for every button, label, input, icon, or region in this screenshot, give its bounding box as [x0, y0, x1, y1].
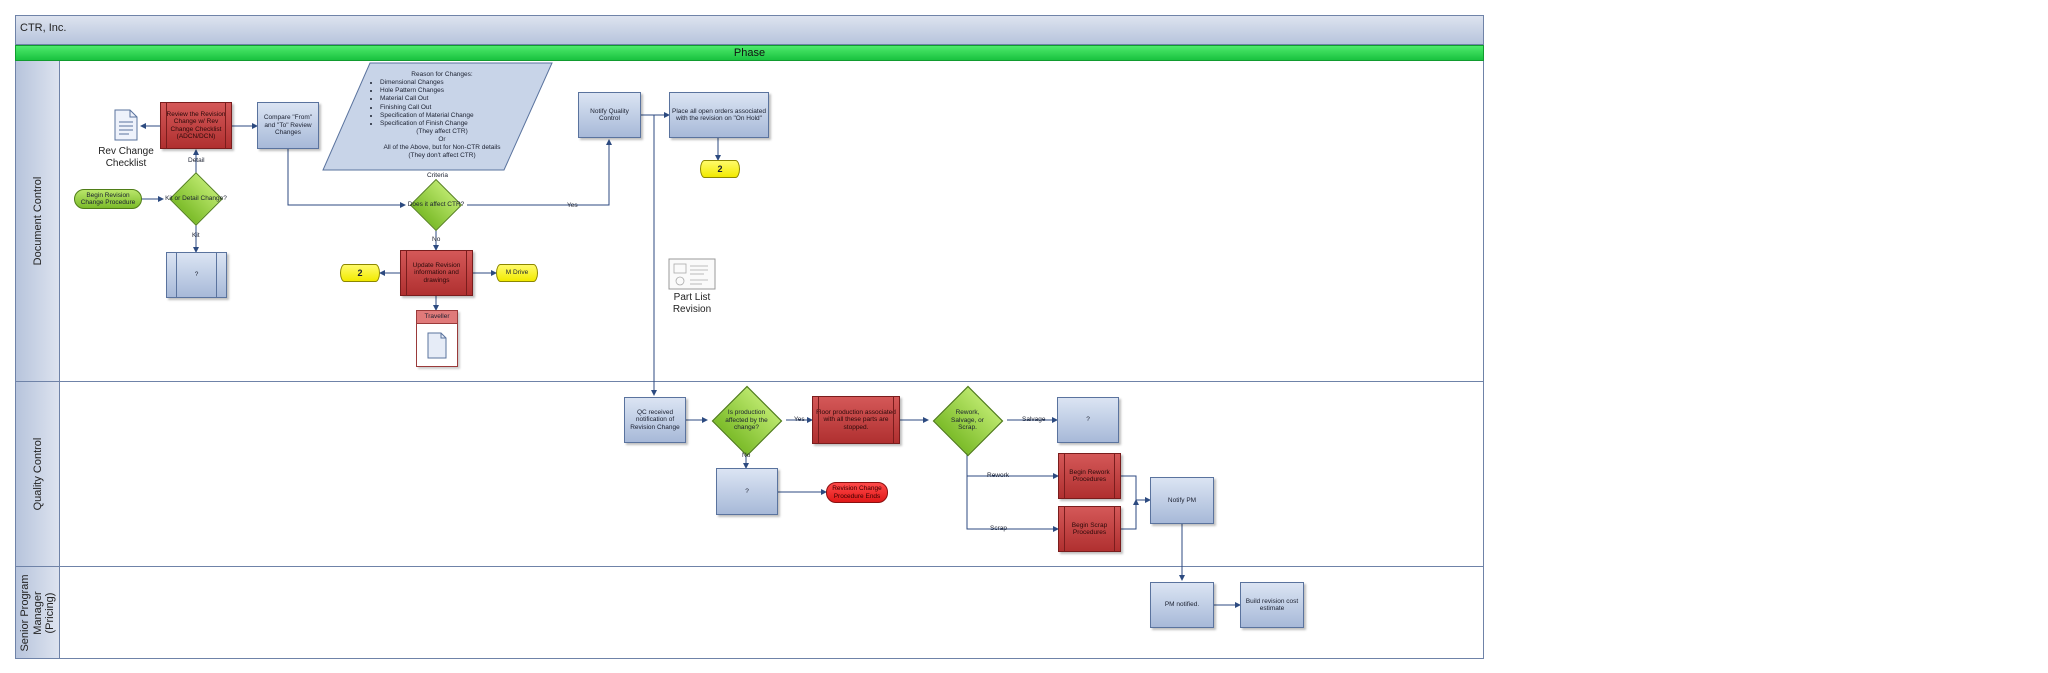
edge-label-scrap: Scrap [990, 525, 1007, 532]
reason-item: Material Call Out [380, 95, 516, 103]
reasons-dont: (They don't affect CTR) [408, 152, 476, 160]
node-label: Kit or Detail Change? [165, 195, 227, 203]
notify-quality-control-process[interactable]: Notify Quality Control [578, 92, 641, 138]
reason-item: Hole Pattern Changes [380, 87, 516, 95]
traveller-document[interactable]: Traveller [416, 310, 458, 367]
company-title-bar: CTR, Inc. [15, 15, 1484, 45]
edge-scrap-to-notify [1121, 499, 1139, 530]
floor-production-stopped-process[interactable]: Floor production associated with all the… [812, 396, 900, 444]
begin-scrap-process[interactable]: Begin Scrap Procedures [1058, 506, 1121, 552]
document-icon [427, 332, 447, 359]
node-label: Begin Revision Change Procedure [80, 191, 136, 206]
notify-pm-process[interactable]: Notify PM [1150, 477, 1214, 524]
reason-parallelogram [322, 62, 553, 171]
edge-label-no: No [432, 236, 441, 243]
node-label: Revision Change Procedure Ends [832, 485, 882, 500]
lane-header: Quality Control [16, 382, 60, 566]
node-label: Build revision cost estimate [1245, 597, 1299, 612]
edge-label-kit: Kit [192, 232, 200, 239]
node-label: Place all open orders associated with th… [672, 107, 766, 122]
edge-rework-to-notify [1121, 475, 1151, 503]
archive-icon: 2 [700, 160, 740, 178]
reasons-affect: (They affect CTR) [416, 127, 468, 135]
reason-item: Dimensional Changes [380, 79, 516, 87]
reasons-all: All of the Above, but for Non-CTR detail… [383, 144, 501, 152]
lane-quality-control: Quality Control [15, 382, 1484, 567]
is-production-affected-decision[interactable]: Is production affected by the change? [707, 385, 786, 456]
lane-document-control: Document Control [15, 61, 1484, 382]
edge-label-rework: Rework [987, 472, 1010, 479]
document-icon [114, 109, 138, 141]
node-label: ? [194, 271, 199, 279]
kit-subprocess[interactable]: ? [166, 252, 227, 298]
begin-revision-terminator[interactable]: Begin Revision Change Procedure [74, 189, 142, 209]
edge-yes-to-notify [467, 139, 612, 206]
reasons-heading: Reason for Changes: [411, 71, 473, 78]
node-label: Floor production associated with all the… [816, 408, 896, 431]
lane-header: Senior Program Manager (Pricing) [16, 567, 60, 658]
edge-scrap [966, 476, 1059, 532]
node-label: Is production affected by the change? [725, 409, 768, 432]
node-label: Compare "From" and "To" Review Changes [263, 114, 313, 137]
revision-ends-terminator[interactable]: Revision Change Procedure Ends [826, 482, 888, 503]
traveller-header: Traveller [417, 311, 457, 324]
reasons-or: Or [438, 136, 446, 143]
edge-label-yes: Yes [567, 202, 578, 209]
edge-compare-to-affect [287, 149, 406, 208]
company-name: CTR, Inc. [20, 22, 67, 34]
node-label: ? [1086, 416, 1090, 424]
kit-or-detail-decision[interactable]: Kit or Detail Change? [163, 172, 229, 226]
does-it-affect-ctr-decision[interactable]: Does it affect CTR? [405, 178, 467, 232]
node-label: ? [745, 487, 749, 495]
place-on-hold-process[interactable]: Place all open orders associated with th… [669, 92, 769, 138]
part-list-thumbnail-icon [668, 258, 716, 290]
node-label: M Drive [505, 269, 529, 277]
lane-senior-program-manager: Senior Program Manager (Pricing) [15, 567, 1484, 659]
node-label: Review the Revision Change w/ Rev Change… [166, 110, 226, 140]
qc-question-process[interactable]: ? [716, 468, 778, 515]
phase-label: Phase [733, 47, 766, 59]
archive-icon: 2 [340, 264, 380, 282]
node-label: Notify PM [1167, 496, 1197, 504]
reason-item: Specification of Material Change [380, 112, 516, 120]
begin-rework-process[interactable]: Begin Rework Procedures [1058, 453, 1121, 499]
edge-label-criteria: Criteria [427, 172, 448, 179]
node-label: Traveller [424, 313, 450, 321]
node-label: Begin Scrap Procedures [1071, 521, 1108, 536]
phase-bar: Phase [15, 45, 1484, 61]
build-cost-estimate-process[interactable]: Build revision cost estimate [1240, 582, 1304, 628]
edge-label-salvage: Salvage [1022, 416, 1046, 423]
node-label: Rework, Salvage, or Scrap. [951, 409, 984, 432]
qc-received-process[interactable]: QC received notification of Revision Cha… [624, 397, 686, 443]
rework-salvage-scrap-decision[interactable]: Rework, Salvage, or Scrap. [928, 385, 1007, 456]
review-change-process[interactable]: Review the Revision Change w/ Rev Change… [160, 102, 232, 149]
node-label: Does it affect CTR? [407, 201, 465, 209]
salvage-question-process[interactable]: ? [1057, 397, 1119, 443]
part-list-revision-label: Part List Revision [672, 292, 712, 315]
edge-label-detail: Detail [188, 157, 205, 164]
m-drive-storage[interactable]: M Drive [496, 264, 538, 282]
update-revision-process[interactable]: Update Revision information and drawings [400, 250, 473, 296]
pm-notified-process[interactable]: PM notified. [1150, 582, 1214, 628]
node-label: PM notified. [1164, 601, 1200, 609]
reasons-list: Dimensional Changes Hole Pattern Changes… [368, 79, 516, 128]
edge-rework [966, 446, 1059, 479]
lane-header: Document Control [16, 61, 60, 381]
edge-label-yes: Yes [794, 416, 805, 423]
node-label: QC received notification of Revision Cha… [630, 408, 680, 431]
rev-change-checklist-label: Rev Change Checklist [98, 146, 154, 169]
reason-item: Finishing Call Out [380, 104, 516, 112]
compare-changes-process[interactable]: Compare "From" and "To" Review Changes [257, 102, 319, 149]
node-label: Notify Quality Control [590, 107, 629, 122]
reason-item: Specification of Finish Change [380, 120, 516, 128]
edge-label-no: No [742, 452, 751, 459]
node-label: Begin Rework Procedures [1069, 468, 1110, 483]
reasons-text-block: Reason for Changes: Dimensional Changes … [368, 71, 516, 160]
node-label: Update Revision information and drawings [412, 261, 461, 284]
